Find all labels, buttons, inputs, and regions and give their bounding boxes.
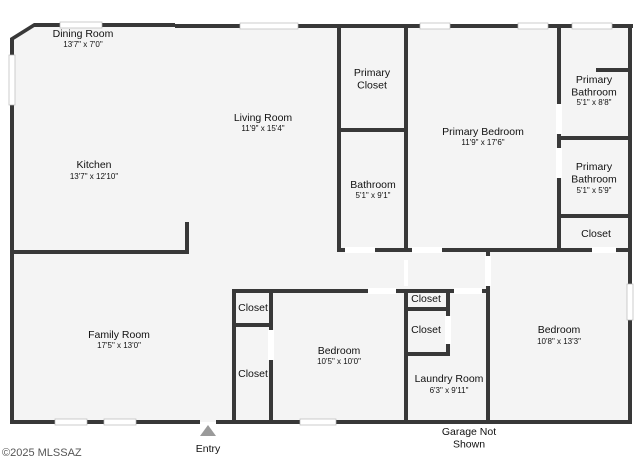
room-dims-bedroom-3: 10'8" x 13'3" [537, 337, 581, 346]
room-name-primary-bedroom: Primary Bedroom [442, 126, 524, 138]
doorways [268, 104, 616, 360]
room-name-bedroom-3: Bedroom [538, 324, 581, 336]
room-name-living: Living Room [234, 112, 293, 124]
room-dims-kitchen: 13'7" x 12'10" [70, 172, 118, 181]
entry-arrow-icon [200, 425, 216, 436]
room-name-closet-primary: Closet [581, 228, 611, 240]
room-dims-primary-bath-2: 5'1" x 5'9" [577, 186, 612, 195]
room-name-laundry: Laundry Room [415, 373, 484, 385]
floor-area [12, 26, 630, 422]
room-name-closet-laundry-top: Closet [411, 293, 441, 305]
room-dims-dining: 13'7" x 7'0" [63, 40, 103, 49]
room-dims-living: 11'9" x 15'4" [241, 124, 284, 133]
room-name-bedroom-2: Bedroom [318, 345, 361, 357]
room-dims-laundry: 6'3" x 9'11" [430, 386, 469, 395]
entry-label: Entry [196, 443, 221, 455]
room-name-closet-laundry-mid: Closet [411, 324, 441, 336]
room-dims-primary-bath-1: 5'1" x 8'8" [577, 98, 612, 107]
room-dims-primary-bedroom: 11'9" x 17'6" [461, 138, 504, 147]
room-name-closet-left-bottom: Closet [238, 368, 268, 380]
room-dims-bedroom-2: 10'5" x 10'0" [317, 357, 361, 366]
room-dims-bathroom: 5'1" x 9'1" [356, 191, 391, 200]
room-name-dining: Dining Room [53, 28, 114, 40]
copyright-text: ©2025 MLSSAZ [2, 447, 82, 459]
room-dims-family: 17'5" x 13'0" [97, 341, 141, 350]
room-name-closet-left-top: Closet [238, 302, 268, 314]
room-name-bathroom: Bathroom [350, 179, 396, 191]
room-name-kitchen: Kitchen [76, 159, 111, 171]
windows [8, 21, 634, 426]
room-name-family: Family Room [88, 329, 150, 341]
